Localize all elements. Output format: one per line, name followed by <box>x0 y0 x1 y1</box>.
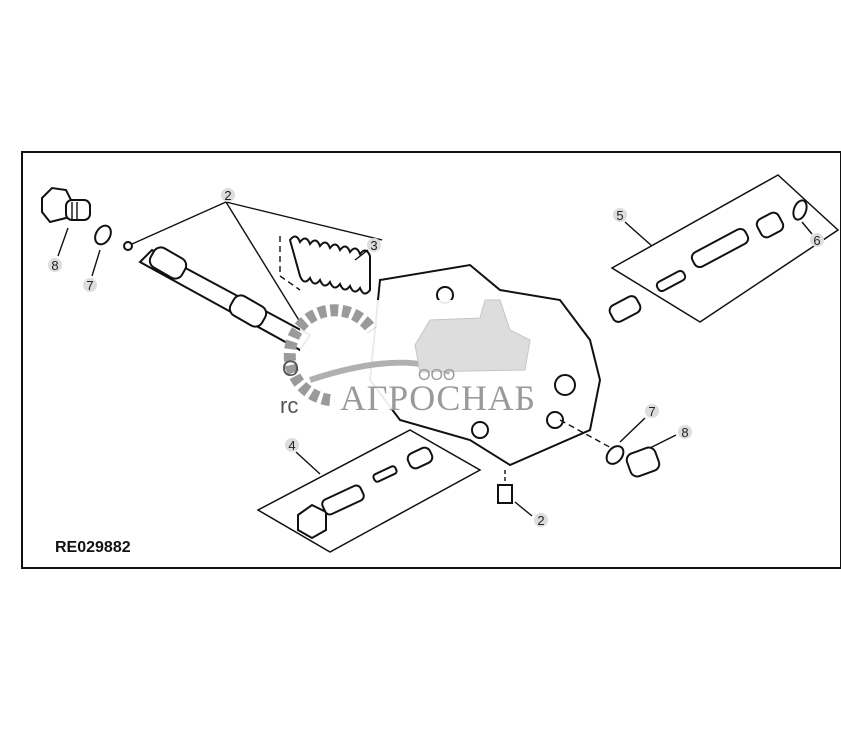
callout-2: 2 <box>537 513 544 528</box>
o-ring-6 <box>792 199 808 221</box>
callouts: 2 3 5 6 7 8 4 7 8 2 <box>48 188 824 528</box>
group-4-panel <box>256 429 482 553</box>
callout-7: 7 <box>648 404 655 419</box>
sleeve-5 <box>608 295 642 323</box>
ball <box>123 241 133 251</box>
o-ring-left <box>94 224 112 246</box>
watermark-name: АГРОСНАБ <box>340 378 535 418</box>
text-fragment: rc <box>280 393 298 418</box>
poppet-5 <box>655 269 687 293</box>
set-screw <box>497 484 513 504</box>
pin-4 <box>372 465 398 483</box>
callout-2: 2 <box>224 188 231 203</box>
text-fragment: O <box>282 356 299 381</box>
callout-6: 6 <box>813 233 820 248</box>
o-ring-right <box>605 445 625 465</box>
diagram-code: RE029882 <box>55 539 131 556</box>
callout-5: 5 <box>616 208 623 223</box>
callout-4: 4 <box>288 438 295 453</box>
plug-4 <box>297 484 365 540</box>
callout-8: 8 <box>681 425 688 440</box>
spring-5 <box>690 227 750 269</box>
plug-5 <box>755 211 785 239</box>
watermark-prefix: ООО <box>418 367 455 384</box>
sleeve-4 <box>406 446 434 470</box>
callout-8: 8 <box>51 258 58 273</box>
group-5-panel <box>610 174 840 323</box>
watermark-logo: ООО АГРОСНАБ <box>283 299 540 418</box>
plug-right <box>625 446 661 478</box>
callout-7: 7 <box>86 278 93 293</box>
plug-left <box>41 186 91 224</box>
callout-3: 3 <box>370 238 377 253</box>
